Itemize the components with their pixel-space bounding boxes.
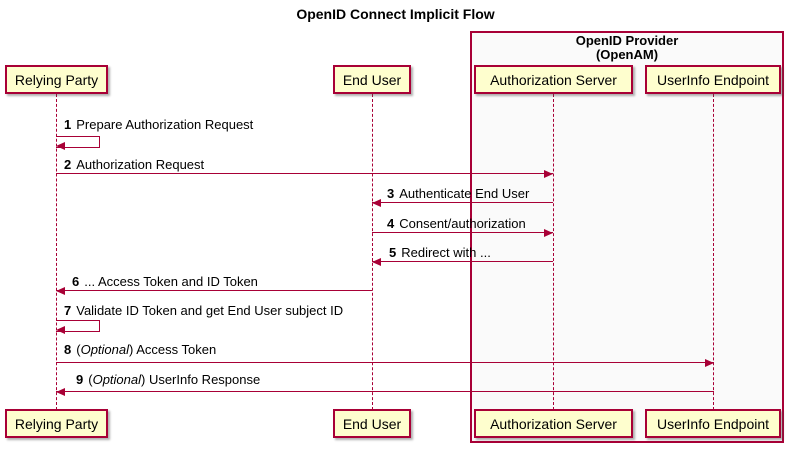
diagram-title: OpenID Connect Implicit Flow [296,6,495,22]
message-text-3: Authenticate End User [399,186,530,201]
lifeline-userinfo-endpoint [713,94,714,410]
message-label-5: 5 Redirect with ... [389,245,491,260]
participant-relying-party-top: Relying Party [5,65,108,94]
message-italic-8: Optional [80,342,129,357]
message-number-2: 2 [64,157,72,172]
arrowhead-left-icon [56,142,65,150]
message-label-2: 2 Authorization Request [64,157,204,172]
message-line-5 [372,261,553,262]
message-label-7: 7 Validate ID Token and get End User subj… [64,303,343,318]
message-label-3: 3 Authenticate End User [387,186,529,201]
arrowhead-left-icon [56,326,65,334]
message-italic-9: Optional [92,372,141,387]
message-number-3: 3 [387,186,395,201]
participant-userinfo-endpoint-top: UserInfo Endpoint [645,65,781,94]
message-post-9: ) UserInfo Response [141,372,261,387]
participant-end-user-bottom: End User [333,409,411,438]
participant-end-user-top: End User [333,65,411,94]
message-number-7: 7 [64,303,72,318]
openid-provider-box-title: OpenID Provider (OpenAM) [470,34,784,62]
message-text-2: Authorization Request [76,157,205,172]
self-message-line-1 [56,136,100,148]
message-label-1: 1 Prepare Authorization Request [64,117,253,132]
message-line-9 [56,391,714,392]
arrowhead-right-icon [544,170,553,178]
arrowhead-left-icon [56,388,65,396]
message-number-6: 6 [72,274,80,289]
message-text-5: Redirect with ... [401,245,491,260]
message-text-1: Prepare Authorization Request [76,117,254,132]
lifeline-authorization-server [553,94,554,410]
lifeline-relying-party [56,94,57,410]
provider-title-line1: OpenID Provider [575,33,679,48]
message-number-5: 5 [389,245,397,260]
self-message-line-7 [56,320,100,332]
message-number-8: 8 [64,342,72,357]
provider-title-line2: (OpenAM) [595,47,659,62]
message-text-9: ( [88,372,93,387]
arrowhead-right-icon [544,229,553,237]
message-number-1: 1 [64,117,72,132]
message-text-8: ( [76,342,81,357]
message-label-9: 9 (Optional) UserInfo Response [76,372,260,387]
participant-relying-party-bottom: Relying Party [5,409,108,438]
openid-provider-box [470,31,784,443]
message-label-6: 6 ... Access Token and ID Token [72,274,258,289]
message-text-7: Validate ID Token and get End User subje… [76,303,344,318]
participant-authorization-server-bottom: Authorization Server [474,409,633,438]
message-line-3 [372,202,553,203]
message-line-8 [56,362,714,363]
arrowhead-right-icon [705,359,714,367]
message-number-9: 9 [76,372,84,387]
message-label-4: 4 Consent/authorization [387,216,526,231]
participant-authorization-server-top: Authorization Server [474,65,633,94]
message-number-4: 4 [387,216,395,231]
message-line-6 [56,290,372,291]
participant-userinfo-endpoint-bottom: UserInfo Endpoint [645,409,781,438]
message-text-6: ... Access Token and ID Token [84,274,258,289]
message-post-8: ) Access Token [129,342,217,357]
message-line-2 [56,173,553,174]
message-line-4 [372,232,553,233]
arrowhead-left-icon [372,258,381,266]
message-text-4: Consent/authorization [399,216,526,231]
arrowhead-left-icon [56,287,65,295]
arrowhead-left-icon [372,199,381,207]
message-label-8: 8 (Optional) Access Token [64,342,216,357]
lifeline-end-user [372,94,373,410]
